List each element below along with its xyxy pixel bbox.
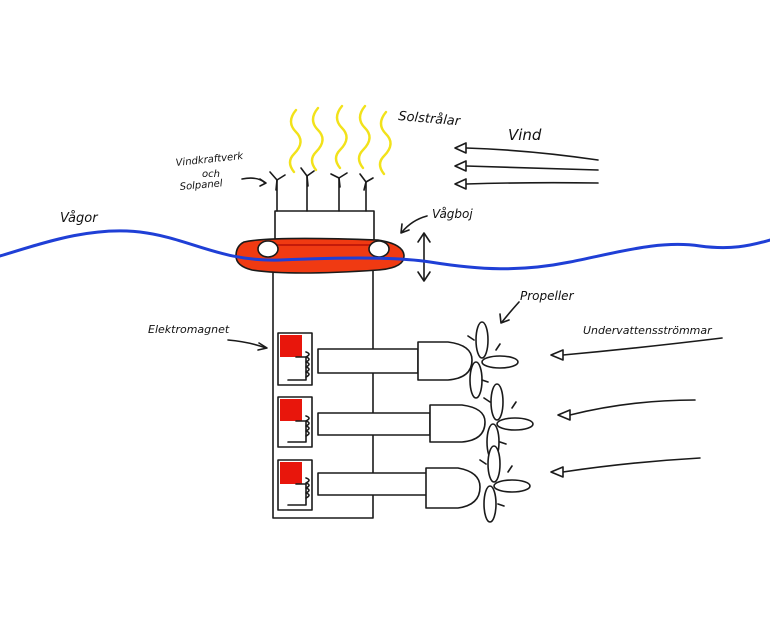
arrow-icon — [550, 466, 564, 478]
propeller-icon — [467, 321, 534, 523]
label-propeller: Propeller — [520, 289, 575, 303]
wind-turbine-icon — [269, 167, 374, 212]
wind-arrows — [454, 142, 599, 190]
label-vagor: Vågor — [60, 211, 99, 226]
rods — [317, 348, 431, 496]
undercurrent-arrows — [550, 337, 723, 478]
arrow-icon — [454, 178, 467, 190]
arrow-icon — [454, 142, 467, 154]
label-elektromagnet: Elektromagnet — [148, 323, 230, 336]
electromagnets — [277, 332, 313, 511]
wave-buoy — [235, 237, 405, 274]
label-vindkraftverk: Vindkraftverk — [175, 151, 245, 169]
label-vagboj: Vågboj — [432, 207, 473, 221]
label-och: och — [202, 169, 220, 180]
label-vind: Vind — [508, 126, 542, 144]
label-undervattensstrommar: Undervattensströmmar — [583, 324, 713, 337]
water-surface — [0, 229, 770, 271]
pointer-arrows — [227, 177, 520, 351]
generator-housings — [417, 341, 486, 509]
arrow-icon — [550, 349, 564, 361]
arrow-icon — [557, 409, 571, 421]
label-solstralar: Solstrålar — [398, 109, 463, 129]
arrow-icon — [454, 160, 467, 172]
sun-rays — [288, 104, 392, 176]
label-solpanel: Solpanel — [179, 178, 223, 193]
